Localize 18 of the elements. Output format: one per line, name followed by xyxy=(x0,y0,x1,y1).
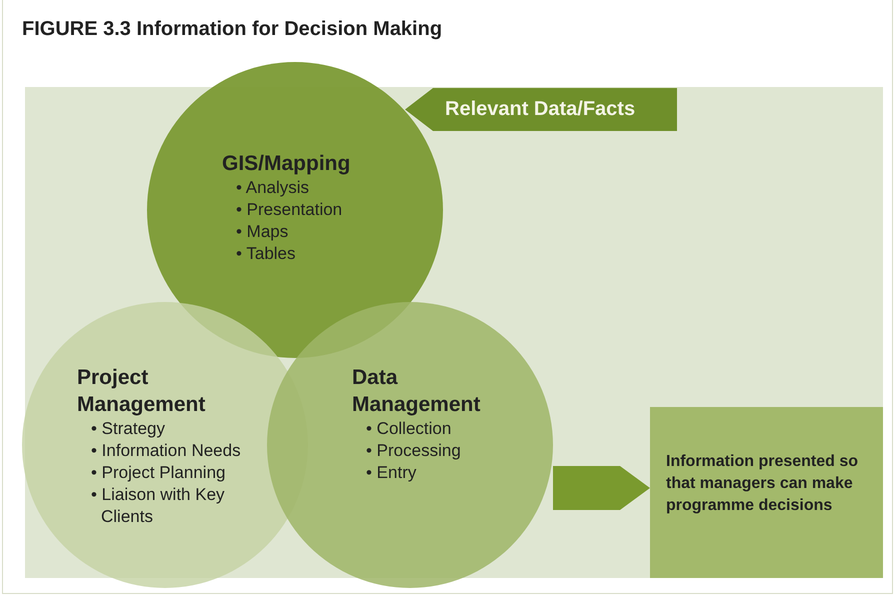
chevron-arrow xyxy=(553,466,650,510)
banner-text: Relevant Data/Facts xyxy=(445,98,636,121)
bullet-item: • Maps xyxy=(236,221,290,243)
bullet-item: • Presentation xyxy=(236,199,344,221)
circle-heading: GIS/Mapping xyxy=(222,151,350,177)
bullet-item: • Liaison with Key Clients xyxy=(91,484,226,528)
bullet-item: • Project Planning xyxy=(91,462,226,484)
bullet-item: • Entry xyxy=(366,462,418,484)
circle-heading: Project Management xyxy=(77,365,206,418)
result-text: Information presented so that managers can make programme decisions xyxy=(666,452,860,516)
bullet-item: • Strategy xyxy=(91,418,166,440)
figure-title: FIGURE 3.3 Information for Decision Making xyxy=(22,18,442,41)
bullet-item: • Collection xyxy=(366,418,452,440)
bullet-item: • Processing xyxy=(366,440,462,462)
bullet-item: • Analysis xyxy=(236,177,310,199)
circle-heading: Data Management xyxy=(352,365,482,418)
bullet-item: • Information Needs xyxy=(91,440,242,462)
bullet-item: • Tables xyxy=(236,243,297,265)
